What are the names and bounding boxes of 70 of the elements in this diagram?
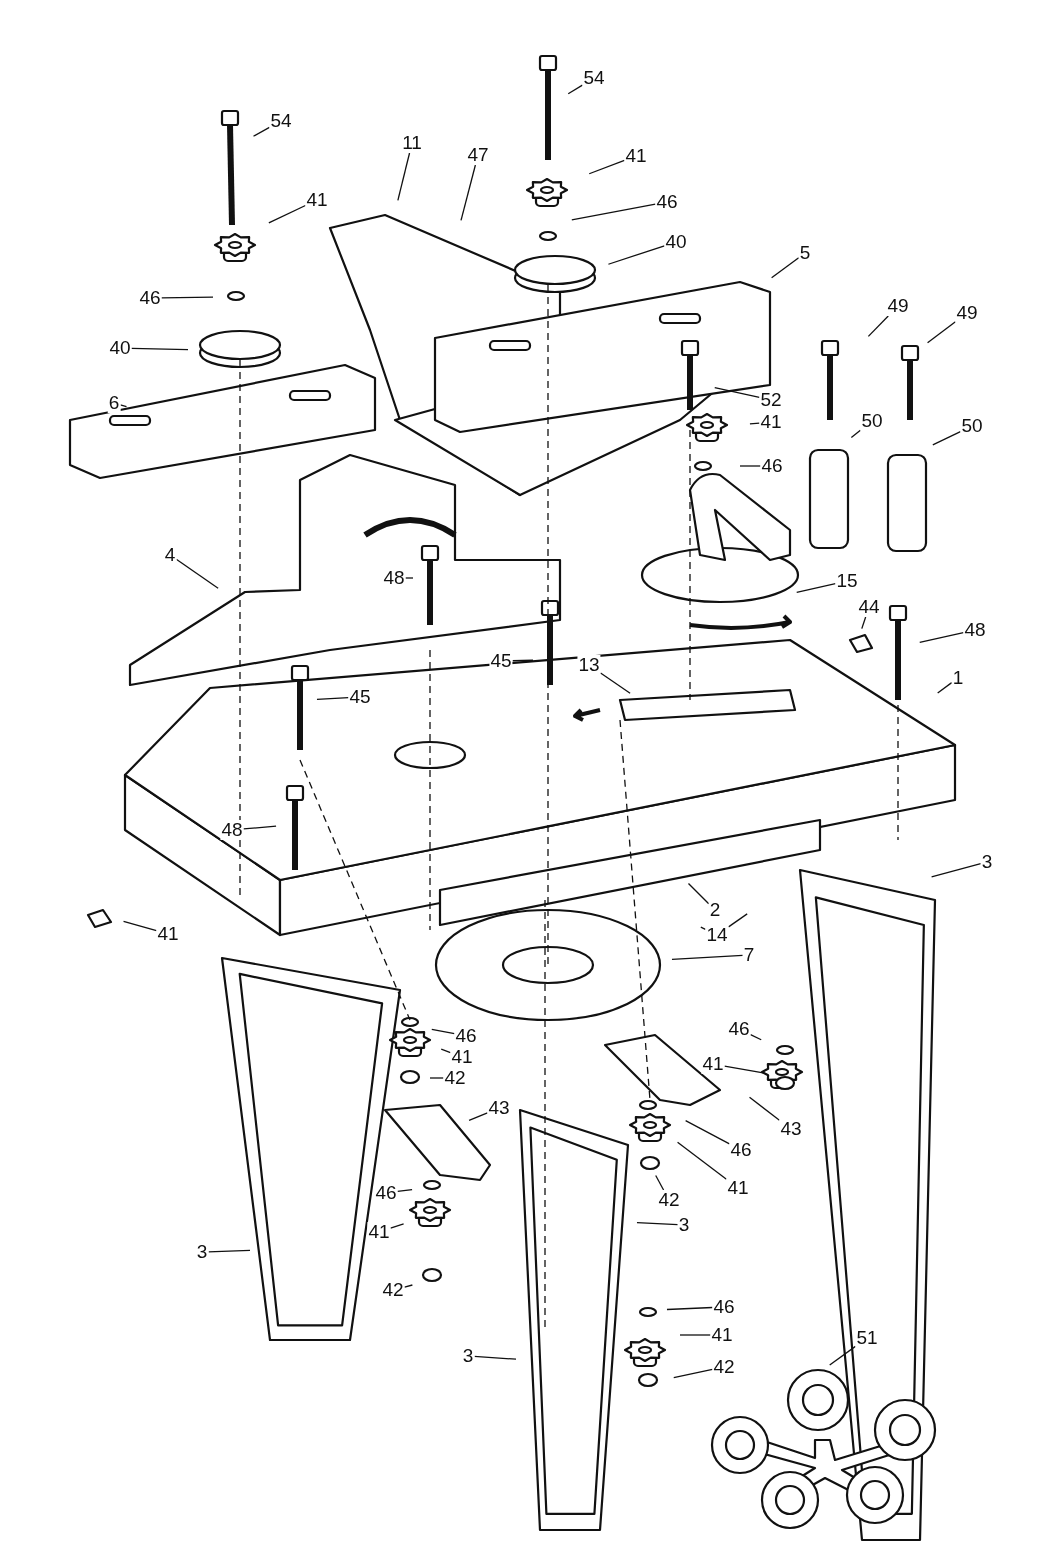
leader-line bbox=[511, 659, 534, 662]
leader-line bbox=[429, 1077, 445, 1079]
leader-line bbox=[440, 1048, 452, 1054]
leader-line bbox=[687, 882, 710, 905]
leader-line bbox=[714, 386, 761, 399]
leader-line bbox=[252, 126, 271, 137]
callout-number: 13 bbox=[577, 655, 601, 675]
leader-line bbox=[119, 404, 128, 408]
leader-line bbox=[404, 577, 414, 579]
leader-line bbox=[700, 926, 707, 931]
callout-number: 51 bbox=[855, 1328, 879, 1348]
leader-line bbox=[242, 825, 277, 830]
leader-line bbox=[207, 1249, 251, 1253]
leader-line bbox=[130, 347, 189, 351]
callout-number: 46 bbox=[727, 1019, 751, 1039]
leader-line bbox=[926, 321, 957, 344]
leader-line bbox=[122, 920, 158, 932]
leader-line bbox=[679, 1334, 712, 1336]
leader-line bbox=[588, 159, 626, 175]
callout-number: 48 bbox=[220, 820, 244, 840]
leader-line bbox=[389, 1223, 405, 1229]
callout-number: 6 bbox=[107, 393, 121, 413]
leader-line bbox=[473, 1355, 517, 1360]
leader-line bbox=[739, 465, 762, 467]
leader-line bbox=[932, 430, 962, 446]
leader-line bbox=[655, 1174, 665, 1191]
leader-line bbox=[571, 203, 657, 221]
leader-line bbox=[867, 315, 889, 338]
leader-line bbox=[396, 1188, 413, 1193]
leader-line bbox=[666, 1306, 714, 1311]
leader-line bbox=[599, 672, 631, 694]
leader-line bbox=[175, 558, 219, 589]
leader-line bbox=[937, 681, 953, 694]
leader-line bbox=[567, 84, 584, 95]
callout-number: 44 bbox=[857, 597, 881, 617]
leader-line bbox=[268, 204, 307, 224]
leader-line bbox=[861, 616, 867, 630]
leader-line bbox=[850, 429, 862, 439]
leader-line bbox=[796, 582, 837, 593]
leader-line bbox=[673, 1368, 714, 1379]
leader-line bbox=[468, 1112, 489, 1122]
callout-number: 54 bbox=[269, 111, 293, 131]
leader-line bbox=[676, 1141, 728, 1180]
callout-number: 11 bbox=[401, 133, 423, 153]
leader-line bbox=[727, 913, 748, 928]
callout-number: 50 bbox=[960, 416, 984, 436]
callout-number: 50 bbox=[860, 411, 884, 431]
callout-number: 49 bbox=[886, 296, 910, 316]
leader-line bbox=[829, 1345, 857, 1366]
leader-line bbox=[919, 631, 965, 644]
leader-line bbox=[930, 863, 982, 878]
leader-line bbox=[431, 1028, 456, 1035]
leader-line bbox=[771, 257, 800, 279]
callout-number: 54 bbox=[582, 68, 606, 88]
leader-line bbox=[636, 1221, 679, 1226]
leader-line bbox=[748, 1096, 781, 1121]
leader-line bbox=[723, 1065, 764, 1074]
leader-line bbox=[749, 1033, 762, 1041]
leader-line bbox=[749, 422, 761, 425]
callout-number: 41 bbox=[701, 1054, 725, 1074]
leader-line bbox=[684, 1119, 731, 1145]
leader-line bbox=[397, 152, 411, 201]
leader-line bbox=[160, 296, 214, 299]
callout-number: 41 bbox=[305, 190, 329, 210]
leader-line bbox=[460, 164, 477, 222]
leader-line bbox=[316, 697, 350, 700]
callout-number: 49 bbox=[955, 303, 979, 323]
leader-line bbox=[607, 245, 666, 265]
leader-line bbox=[671, 954, 744, 960]
callout-number: 47 bbox=[466, 145, 490, 165]
